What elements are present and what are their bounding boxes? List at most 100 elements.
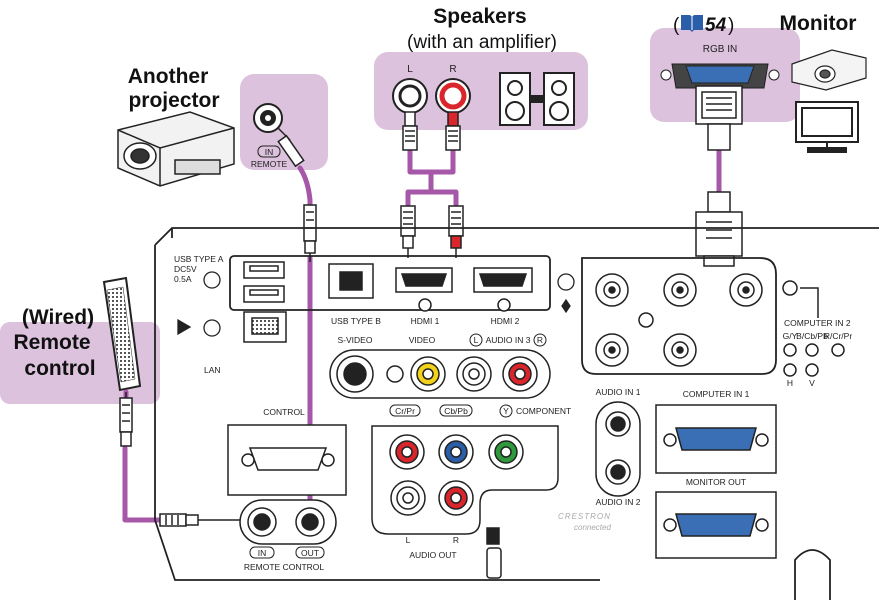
audio-in3-r: R xyxy=(537,335,543,345)
cb-pb-badge xyxy=(439,404,473,417)
remote-control-icon xyxy=(102,276,142,392)
component-block xyxy=(371,425,559,535)
computer-in-vga-plug xyxy=(695,191,743,267)
another-projector-line2: projector xyxy=(128,89,219,112)
usb-b-label: USB TYPE B xyxy=(331,316,381,326)
usb-a-label-1: USB TYPE A xyxy=(174,254,224,264)
remote-control-label: REMOTE CONTROL xyxy=(244,562,325,572)
another-projector-line1: Another xyxy=(128,65,209,88)
monitor-out-port xyxy=(655,491,777,559)
speakers-group: Speakers (with an amplifier) L R xyxy=(392,5,575,126)
ci2-rcr-label: R/Cr/Pr xyxy=(824,331,853,341)
remote-out-badge xyxy=(295,546,325,559)
hdmi2-port xyxy=(473,267,533,312)
ci2-gy-label: G/Y xyxy=(783,331,798,341)
audio-out-left-plug xyxy=(400,205,416,258)
wired-remote-line1: (Wired) xyxy=(22,306,94,329)
usb-a-port-2 xyxy=(243,285,285,303)
computer-in1-port xyxy=(655,404,777,474)
book-icon xyxy=(681,15,703,32)
usb-b-port xyxy=(328,263,374,299)
monitor-title: Monitor xyxy=(780,12,857,35)
page-ref-number: 54 xyxy=(705,15,727,36)
computer-in1-label: COMPUTER IN 1 xyxy=(683,389,750,399)
usb-pointer-arrow xyxy=(177,318,192,336)
another-remote-in-label: IN xyxy=(265,147,274,157)
another-projector-plug-bottom xyxy=(303,204,317,262)
remote-plug-side xyxy=(159,513,250,527)
computer-in2-label: COMPUTER IN 2 xyxy=(784,318,851,328)
control-label: CONTROL xyxy=(263,407,305,417)
usb-hdmi-block xyxy=(229,255,551,311)
page-ref-open: ( xyxy=(673,15,680,36)
ci2-h-label: H xyxy=(787,378,793,388)
remote-control-ports xyxy=(239,499,337,545)
ci2-v-label: V xyxy=(809,378,815,388)
audio-in3-l: L xyxy=(474,335,479,345)
audio-out-right-plug xyxy=(448,205,464,258)
computer-in2-indicators xyxy=(782,280,845,377)
diamond-marker xyxy=(561,298,571,314)
another-projector-remote-jack xyxy=(253,103,283,133)
crestron-connected-text: connected xyxy=(574,523,611,532)
hdmi2-label: HDMI 2 xyxy=(491,316,520,326)
projector-monitor-icon xyxy=(791,49,867,91)
remote-out-label: OUT xyxy=(301,548,319,558)
hdmi1-label: HDMI 1 xyxy=(411,316,440,326)
panel-labels: USB TYPE A DC5V 0.5A USB TYPE B HDMI 1 H… xyxy=(174,254,852,572)
component-label: COMPONENT xyxy=(516,406,571,416)
speaker-boxes-icon xyxy=(499,72,575,126)
speaker-cable xyxy=(405,147,459,209)
usb-a-label-3: 0.5A xyxy=(174,274,192,284)
panel-markers xyxy=(177,271,575,337)
svideo-av-row xyxy=(329,349,551,399)
video-label: VIDEO xyxy=(409,335,436,345)
control-port xyxy=(227,424,347,496)
crestron-text: CRESTRON xyxy=(558,512,611,521)
speakers-subtitle: (with an amplifier) xyxy=(407,32,557,53)
audio-in-ports xyxy=(595,401,641,497)
lan-screw-marker xyxy=(203,319,221,337)
plugs xyxy=(119,85,743,527)
remote-plug-top xyxy=(119,392,133,447)
audio-in3-r-badge xyxy=(533,333,547,347)
another-projector-icon xyxy=(117,111,235,187)
speaker-left-plug xyxy=(402,111,418,151)
usb-screw-marker xyxy=(203,271,221,289)
cr-pr-label: Cr/Pr xyxy=(395,406,415,416)
usb-a-label-2: DC5V xyxy=(174,264,197,274)
speaker-left-label: L xyxy=(407,64,413,75)
speaker-left-jack xyxy=(392,78,428,114)
audio-in2-label: AUDIO IN 2 xyxy=(596,497,641,507)
audio-out-l: L xyxy=(406,535,411,545)
rgb-in-label: RGB IN xyxy=(703,44,737,55)
hdmi-side-screw-marker xyxy=(557,273,575,291)
right-av-block xyxy=(581,257,777,375)
y-label: Y xyxy=(503,406,509,416)
y-badge xyxy=(499,404,513,418)
projector-back-panel xyxy=(154,227,879,600)
svideo-label: S-VIDEO xyxy=(338,335,373,345)
audio-in3-label: AUDIO IN 3 xyxy=(486,335,531,345)
hdmi1-port xyxy=(395,267,453,312)
wired-remote-line3: control xyxy=(24,357,95,380)
remote-in-label: IN xyxy=(258,548,267,558)
another-projector-plug-top xyxy=(277,127,305,168)
audio-in1-label: AUDIO IN 1 xyxy=(596,387,641,397)
another-projector-remote-highlight xyxy=(240,74,328,170)
another-remote-label: REMOTE xyxy=(251,159,288,169)
ci2-bcb-label: B/Cb/Pb xyxy=(796,331,828,341)
panel-ports xyxy=(227,261,845,579)
bnc-ports xyxy=(595,273,763,367)
wired-remote-group: (Wired) Remote control xyxy=(13,276,142,392)
speaker-right-plug xyxy=(445,111,461,151)
lan-port xyxy=(243,311,287,343)
panel-bottom-edge xyxy=(794,549,831,600)
wired-remote-line2: Remote xyxy=(13,331,90,354)
speaker-right-label: R xyxy=(449,64,456,75)
rgb-in-vga-port xyxy=(660,63,780,89)
rgb-vga-plug-top xyxy=(695,85,743,151)
audio-out-r: R xyxy=(453,535,459,545)
lan-label: LAN xyxy=(204,365,221,375)
